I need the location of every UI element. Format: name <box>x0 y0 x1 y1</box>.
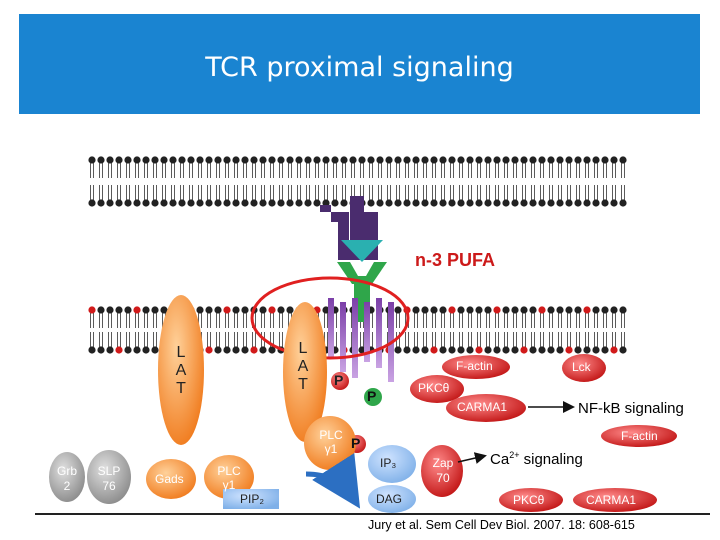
phospho-marker-lat <box>331 372 349 390</box>
citation: Jury et al. Sem Cell Dev Biol. 2007. 18:… <box>368 518 635 532</box>
gads-label: Gads <box>155 472 184 486</box>
raft-bar <box>328 298 334 358</box>
pkc-theta-bottom <box>499 488 563 512</box>
slp76-protein <box>87 450 131 504</box>
pufa-label: n-3 PUFA <box>415 250 496 270</box>
grb2-label: Grb 2 <box>56 464 77 493</box>
pkc-theta-top <box>410 375 464 403</box>
raft-bar <box>340 302 346 372</box>
carma1-top <box>446 394 526 422</box>
dag-label: DAG <box>376 492 403 506</box>
lck-protein <box>562 354 606 382</box>
p-label-plc: P <box>351 435 361 451</box>
pkc-theta-top-label: PKCθ <box>418 381 450 395</box>
ca-arrow <box>457 452 487 464</box>
raft-bar <box>376 298 382 368</box>
plc-left-protein <box>204 455 254 499</box>
phospho-marker-green <box>364 388 382 406</box>
pip2-molecule <box>223 489 279 509</box>
f-actin-right <box>601 425 677 447</box>
gads-protein <box>146 459 196 499</box>
lat-protein-right <box>283 302 327 442</box>
grb2-protein <box>49 452 85 502</box>
f-actin-top-label: F-actin <box>456 359 493 373</box>
lck-label: Lck <box>572 360 591 374</box>
nfkb-label: NF-kB signaling <box>578 400 684 417</box>
title-banner: TCR proximal signaling <box>19 14 700 114</box>
zap70-protein <box>421 445 463 497</box>
plc-left-label: PLC γ1 <box>217 464 241 492</box>
p-label-green: P <box>367 388 377 404</box>
ip3-molecule <box>368 445 416 483</box>
carma1-top-label: CARMA1 <box>457 400 508 414</box>
p-label-lat: P <box>334 372 344 388</box>
pip2-conversion-arrow <box>305 453 361 509</box>
pip2-label: PIP₂ <box>240 492 264 506</box>
carma1-bottom-label: CARMA1 <box>586 493 637 507</box>
zap70-label: Zap 70 <box>432 456 454 485</box>
carma1-bottom <box>573 488 657 512</box>
f-actin-top <box>442 355 510 379</box>
ip3-label: IP₃ <box>380 456 397 470</box>
slide-title: TCR proximal signaling <box>205 52 514 83</box>
upper-membrane-bilayer <box>88 156 627 207</box>
pkc-theta-bottom-label: PKCθ <box>513 493 545 507</box>
raft-bar <box>352 298 358 378</box>
slp76-label: SLP 76 <box>97 464 121 493</box>
lipid-raft-highlight <box>250 276 410 360</box>
f-actin-right-label: F-actin <box>621 429 658 443</box>
raft-bar <box>364 302 370 362</box>
lat-protein-left <box>158 295 204 445</box>
dag-molecule <box>368 485 416 513</box>
ca-signaling-label: Ca2+ signaling <box>490 450 583 468</box>
plc-center-label: PLC γ1 <box>319 428 343 456</box>
